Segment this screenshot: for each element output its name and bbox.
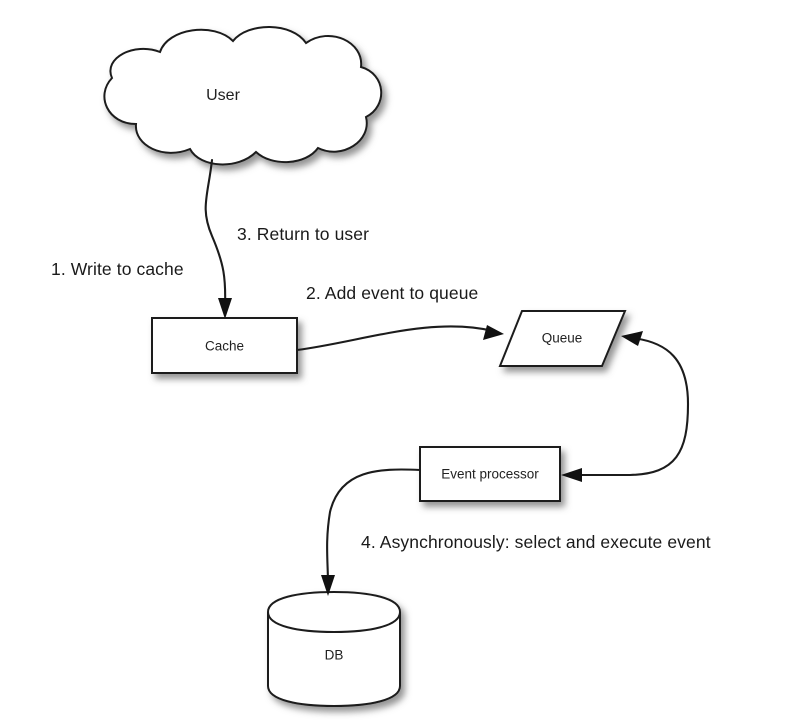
node-queue-label: Queue — [542, 331, 583, 346]
arrow-head-into-db — [321, 575, 335, 596]
node-cache[interactable]: Cache — [151, 317, 298, 374]
node-cache-label: Cache — [205, 339, 244, 354]
node-db[interactable]: DB — [267, 590, 401, 708]
node-user-label: User — [206, 87, 240, 104]
node-event-processor-label: Event processor — [441, 467, 539, 482]
edge-label-step-3: 3. Return to user — [237, 224, 370, 244]
edge-label-step-4: 4. Asynchronously: select and execute ev… — [361, 532, 711, 552]
arrow-head-into-queue-left — [483, 325, 504, 340]
edge-queue-event-processor-loop — [561, 331, 690, 482]
edge-label-step-1: 1. Write to cache — [51, 259, 184, 279]
edge-cache-to-queue — [295, 325, 504, 352]
node-user[interactable]: User — [103, 26, 383, 166]
arrow-head-into-cache — [218, 298, 232, 319]
node-queue[interactable]: Queue — [498, 310, 627, 367]
arrow-head-into-queue-right — [621, 331, 643, 346]
arrow-head-into-event-processor — [561, 468, 582, 482]
edge-user-to-cache — [204, 158, 232, 319]
node-db-label: DB — [325, 648, 344, 663]
node-event-processor[interactable]: Event processor — [419, 446, 561, 502]
edge-label-step-2: 2. Add event to queue — [306, 283, 479, 303]
edge-event-processor-to-db — [321, 468, 422, 596]
